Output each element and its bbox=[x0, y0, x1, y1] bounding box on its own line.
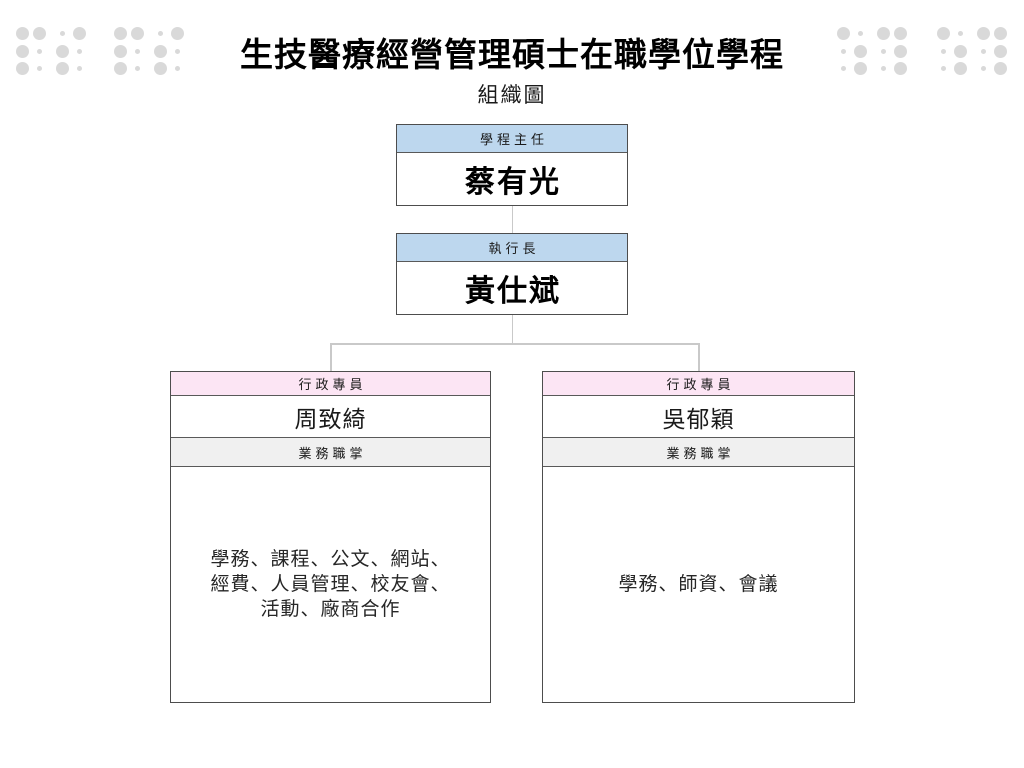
staff-left-role-header: 行政專員 bbox=[171, 372, 490, 396]
connector-horizontal-bar bbox=[330, 343, 700, 345]
staff-left-duties: 學務、課程、公文、網站、 經費、人員管理、校友會、 活動、廠商合作 bbox=[210, 549, 451, 620]
staff-right-name: 吳郁穎 bbox=[543, 396, 854, 438]
director-name: 蔡有光 bbox=[465, 166, 561, 199]
staff-right-role-label: 行政專員 bbox=[666, 377, 735, 392]
executive-role-header: 執行長 bbox=[397, 234, 627, 262]
executive-box: 執行長 黃仕斌 bbox=[396, 233, 628, 315]
executive-name: 黃仕斌 bbox=[465, 275, 561, 308]
staff-left-duty-label: 業務職掌 bbox=[298, 445, 367, 461]
staff-left-duty-header: 業務職掌 bbox=[171, 438, 490, 467]
staff-right-duty-label: 業務職掌 bbox=[666, 445, 735, 461]
staff-left-name: 周致綺 bbox=[171, 396, 490, 438]
director-role-header: 學程主任 bbox=[397, 125, 627, 153]
page-subtitle: 組織圖 bbox=[477, 84, 547, 107]
director-role-label: 學程主任 bbox=[479, 132, 548, 147]
staff-box-left: 行政專員 周致綺 業務職掌 學務、課程、公文、網站、 經費、人員管理、校友會、 … bbox=[170, 371, 491, 703]
connector-drop-left bbox=[330, 343, 332, 372]
executive-role-label: 執行長 bbox=[488, 241, 540, 256]
staff-right-duty-header: 業務職掌 bbox=[543, 438, 854, 467]
staff-left-role-label: 行政專員 bbox=[298, 377, 367, 392]
connector-executive-stem bbox=[511, 314, 513, 344]
page-title: 生技醫療經營管理碩士在職學位學程 bbox=[240, 36, 784, 73]
connector-drop-right bbox=[698, 343, 700, 372]
connector-director-executive bbox=[511, 205, 513, 234]
director-box: 學程主任 蔡有光 bbox=[396, 124, 628, 206]
staff-box-right: 行政專員 吳郁穎 業務職掌 學務、師資、會議 bbox=[542, 371, 855, 703]
staff-right-role-header: 行政專員 bbox=[543, 372, 854, 396]
staff-right-duties: 學務、師資、會議 bbox=[618, 574, 779, 595]
